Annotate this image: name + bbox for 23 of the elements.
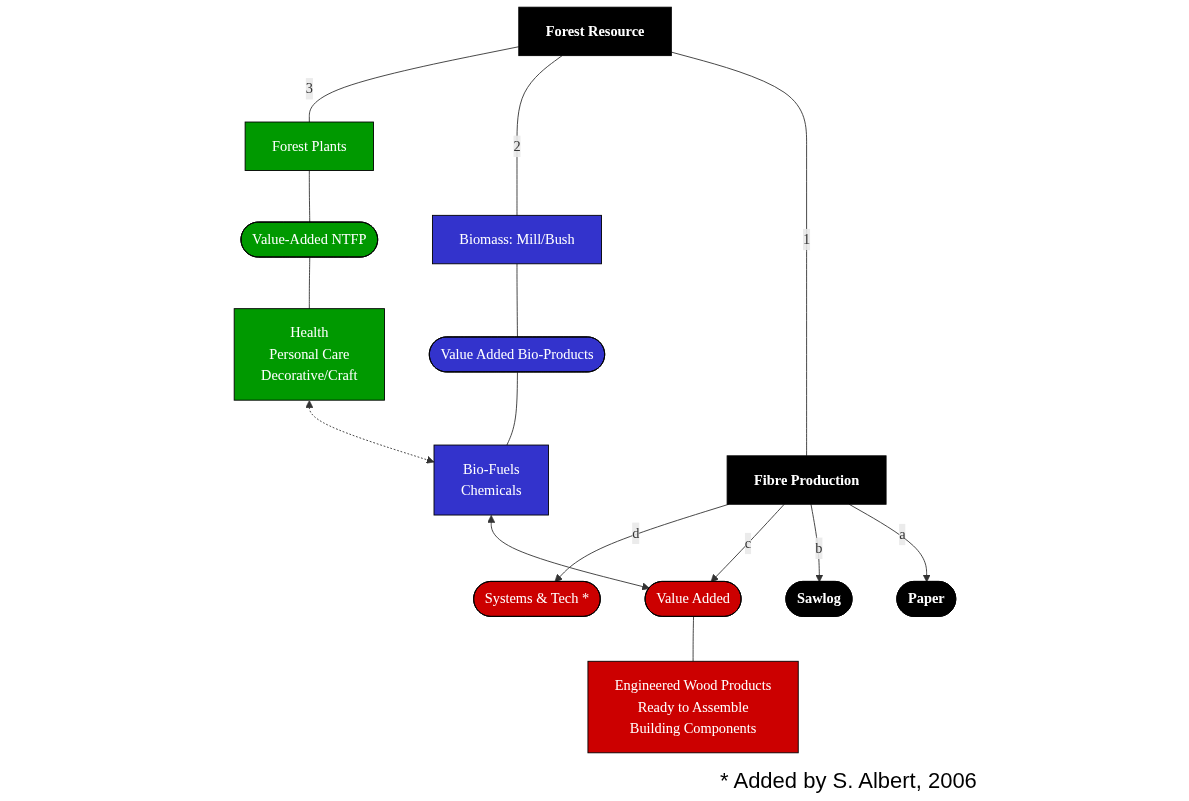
node-box: Forest Resource bbox=[517, 6, 672, 57]
connector bbox=[308, 170, 310, 223]
connector bbox=[308, 46, 519, 123]
node-box: Biomass: Mill/Bush bbox=[431, 214, 602, 265]
connector bbox=[692, 616, 694, 662]
node-box: Health Personal Care Decorative/Craft bbox=[233, 308, 385, 401]
node-box: Fibre Production bbox=[726, 455, 887, 505]
edge-label: 3 bbox=[305, 80, 313, 97]
edge-label: b bbox=[814, 540, 823, 556]
edge-label: 1 bbox=[802, 231, 810, 247]
edge-label: 2 bbox=[512, 138, 521, 154]
edge-label: a bbox=[898, 526, 906, 542]
footnote: * Added by S. Albert, 2006 bbox=[720, 768, 977, 794]
node-box: Engineered Wood Products Ready to Assemble Building Components bbox=[587, 660, 799, 754]
connector bbox=[670, 51, 807, 457]
connector bbox=[516, 263, 518, 338]
node-box: Forest Plants bbox=[244, 121, 374, 171]
connector bbox=[506, 371, 518, 446]
edge-label: d bbox=[631, 525, 639, 541]
node-box: Bio-Fuels Chemicals bbox=[433, 444, 549, 516]
edge-label: c bbox=[744, 535, 751, 551]
connector bbox=[516, 55, 563, 216]
connector bbox=[308, 257, 310, 310]
